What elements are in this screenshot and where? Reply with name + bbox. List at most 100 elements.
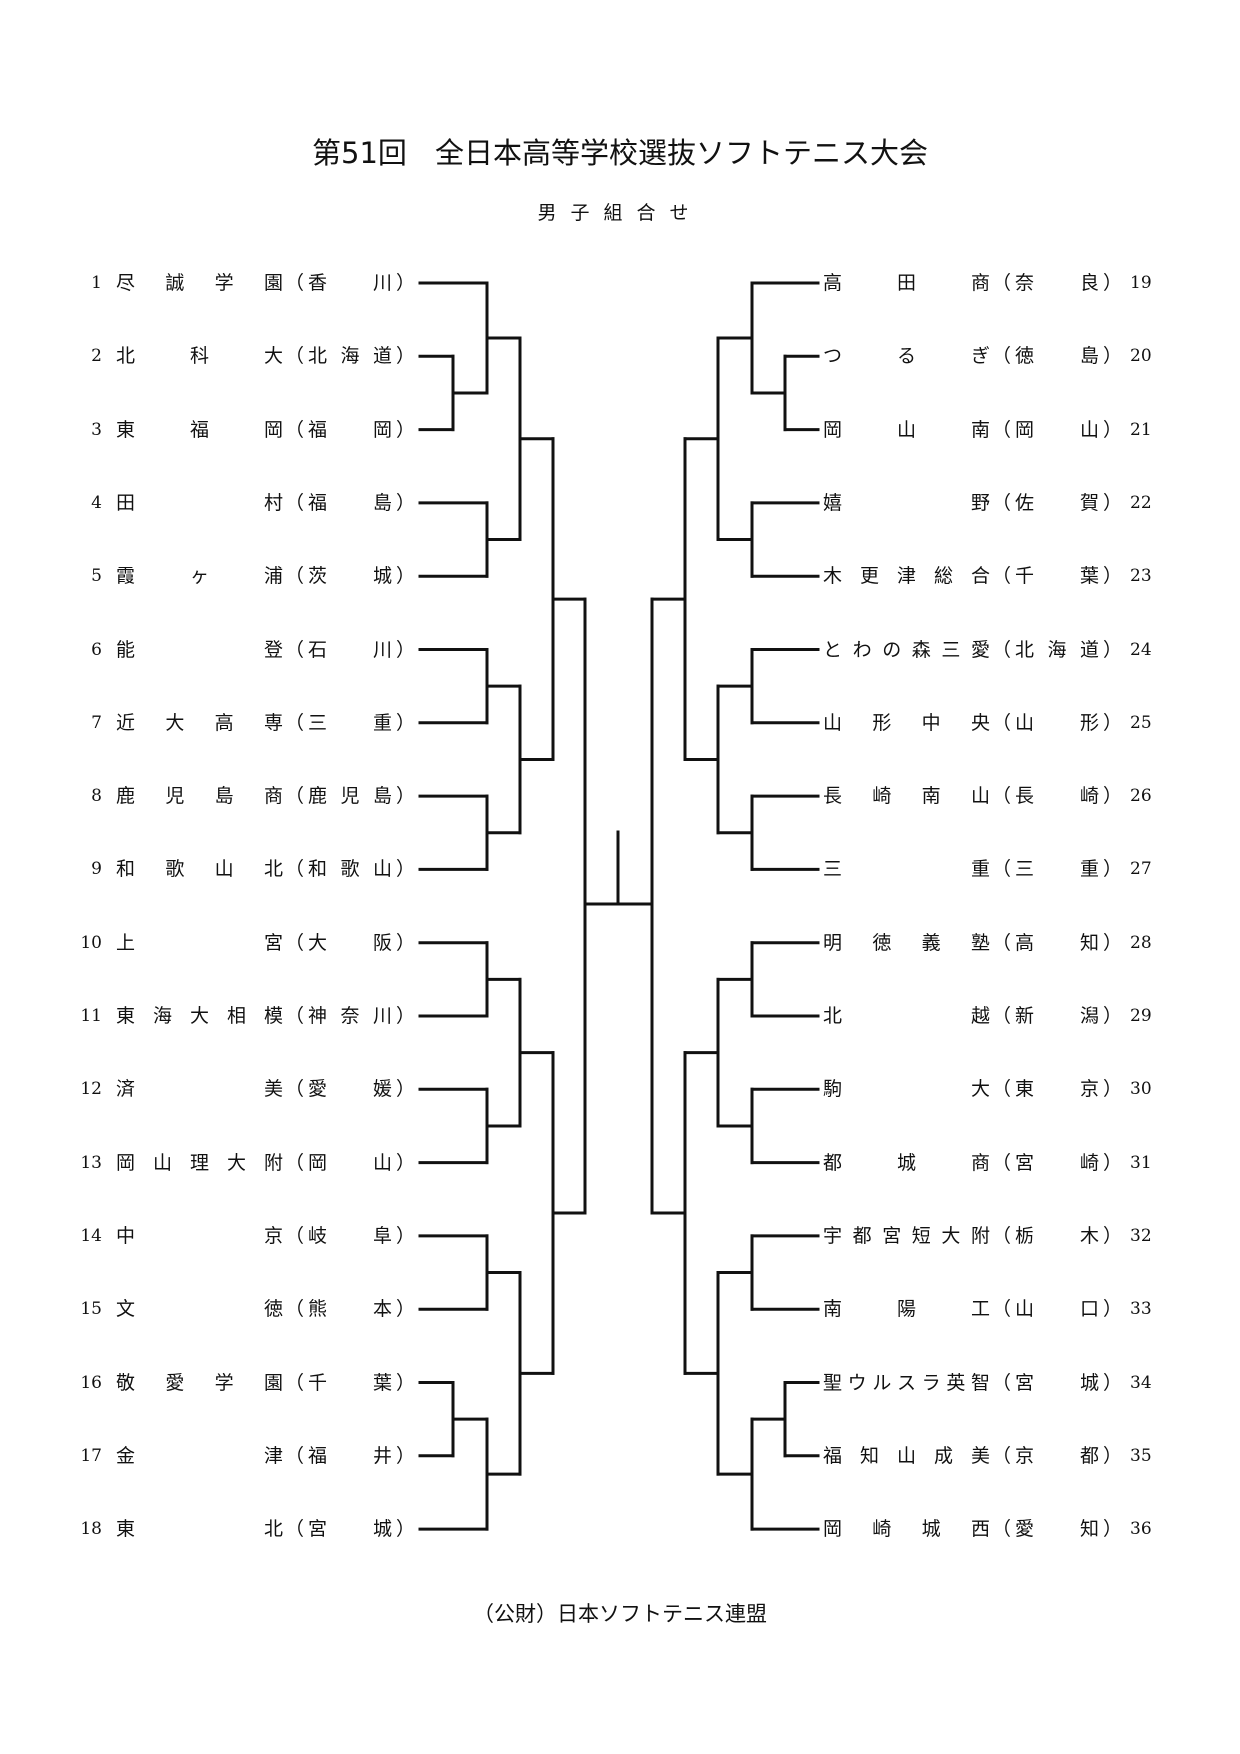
entry-number: 8 (91, 786, 102, 807)
close-paren: ） (1102, 1005, 1122, 1027)
entry-number: 27 (1130, 859, 1152, 880)
school-name: 都城商 (823, 1151, 990, 1174)
prefecture: （千葉） (992, 561, 1122, 591)
open-paren: （ (992, 1151, 1012, 1174)
open-paren: （ (992, 1078, 1012, 1101)
entry-number: 35 (1130, 1445, 1152, 1466)
prefecture: （宮城） (992, 1368, 1122, 1398)
school-name: 長崎南山 (823, 785, 990, 808)
open-paren: （ (992, 1298, 1012, 1321)
entry-number: 19 (1130, 273, 1152, 293)
prefecture: （石川） (285, 635, 415, 665)
school-name: 山形中央 (823, 711, 990, 734)
prefecture-name: 和歌山 (308, 858, 392, 881)
close-paren: ） (1102, 931, 1122, 954)
prefecture-name: 千葉 (308, 1371, 392, 1394)
entry-number: 36 (1130, 1519, 1152, 1540)
close-paren: ） (395, 491, 415, 514)
title-text: 全日本高等学校選抜ソフトテニス大会 (434, 136, 928, 170)
school-name: 明徳義塾 (823, 931, 990, 954)
close-paren: ） (1102, 858, 1122, 881)
school-name: 近大高専 (116, 711, 283, 734)
prefecture-name: 三重 (1015, 858, 1099, 881)
bracket-entry: 20 つるぎ（徳島） (0, 341, 1240, 371)
entry-number: 31 (1130, 1152, 1152, 1173)
prefecture-name: 岡山 (1015, 418, 1099, 441)
open-paren: （ (992, 858, 1012, 881)
entry-number: 20 (1130, 346, 1152, 367)
prefecture-name: 宮城 (1015, 1371, 1099, 1394)
prefecture: （鹿児島） (285, 781, 415, 811)
prefecture: （佐賀） (992, 488, 1122, 518)
open-paren: （ (285, 1298, 305, 1321)
prefecture: （神奈川） (285, 1001, 415, 1031)
open-paren: （ (992, 1005, 1012, 1027)
entry-number: 13 (80, 1152, 102, 1173)
page-title: 第51回全日本高等学校選抜ソフトテニス大会 (0, 130, 1240, 172)
open-paren: （ (992, 418, 1012, 441)
entry-number: 4 (91, 492, 102, 513)
entry-number: 10 (80, 932, 102, 953)
prefecture-name: 京都 (1015, 1444, 1099, 1467)
entry-number: 11 (80, 1006, 102, 1026)
open-paren: （ (992, 345, 1012, 368)
school-name: 北科大 (116, 345, 283, 368)
school-name: 東北 (116, 1518, 283, 1541)
prefecture-name: 神奈川 (308, 1005, 392, 1027)
prefecture-name: 大阪 (308, 931, 392, 954)
entry-number: 30 (1130, 1079, 1152, 1100)
open-paren: （ (285, 1518, 305, 1541)
prefecture-name: 高知 (1015, 931, 1099, 954)
open-paren: （ (285, 1005, 305, 1027)
entry-number: 17 (80, 1445, 102, 1466)
close-paren: ） (1102, 1078, 1122, 1101)
prefecture-name: 東京 (1015, 1078, 1099, 1101)
close-paren: ） (1102, 418, 1122, 441)
close-paren: ） (395, 785, 415, 808)
school-name: 南陽工 (823, 1298, 990, 1321)
open-paren: （ (992, 272, 1012, 294)
prefecture: （大阪） (285, 928, 415, 958)
prefecture-name: 徳島 (1015, 345, 1099, 368)
entry-number: 3 (91, 419, 102, 440)
school-name: 東海大相模 (116, 1005, 283, 1027)
entry-number: 32 (1130, 1225, 1152, 1246)
open-paren: （ (992, 1371, 1012, 1394)
close-paren: ） (395, 1518, 415, 1541)
prefecture: （山口） (992, 1294, 1122, 1324)
close-paren: ） (1102, 1371, 1122, 1394)
school-name: 岡山理大附 (116, 1151, 283, 1174)
close-paren: ） (395, 1151, 415, 1174)
prefecture: （福井） (285, 1441, 415, 1471)
close-paren: ） (1102, 345, 1122, 368)
school-name: つるぎ (823, 345, 990, 368)
prefecture: （熊本） (285, 1294, 415, 1324)
prefecture: （香川） (285, 268, 415, 298)
prefecture: （北海道） (285, 341, 415, 371)
prefecture: （岡山） (285, 1148, 415, 1178)
prefecture: （岡山） (992, 415, 1122, 445)
school-name: 嬉野 (823, 491, 990, 514)
prefecture: （長崎） (992, 781, 1122, 811)
prefecture-name: 愛知 (1015, 1518, 1099, 1541)
entry-number: 2 (91, 346, 102, 367)
open-paren: （ (285, 858, 305, 881)
prefecture-name: 山口 (1015, 1298, 1099, 1321)
organizer-footer: （公財）日本ソフトテニス連盟 (473, 1602, 767, 1626)
prefecture: （山形） (992, 708, 1122, 738)
open-paren: （ (285, 491, 305, 514)
school-name: 聖ウルスラ英智 (823, 1371, 990, 1394)
